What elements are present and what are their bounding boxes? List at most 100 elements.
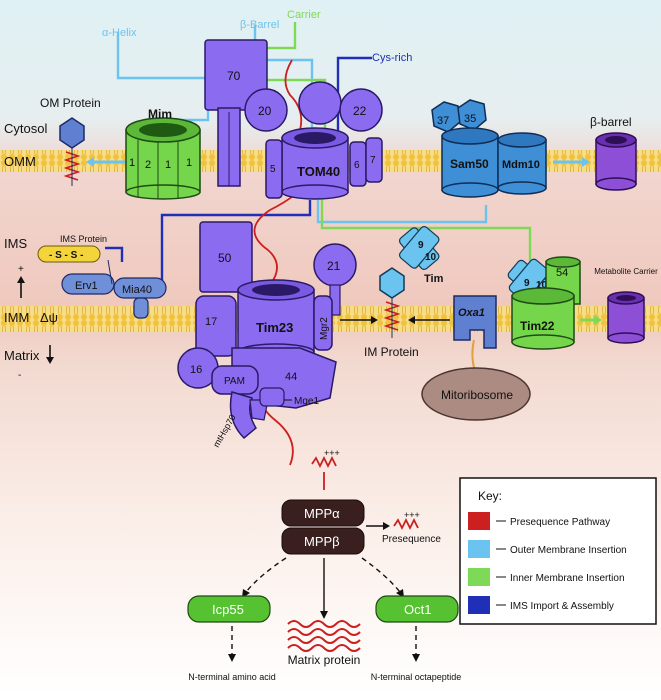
- tim23-to-im-arrow-head: [371, 316, 378, 324]
- tom40-label: TOM40: [297, 164, 340, 179]
- tim16-label: 16: [190, 364, 202, 376]
- tom7: [365, 137, 383, 183]
- key-label-outer-membrane: Outer Membrane Insertion: [510, 545, 627, 556]
- mim-subunit-2: 2: [145, 159, 151, 171]
- icp55-label: Icp55: [212, 602, 244, 617]
- oxa1-to-im-arrow-head: [408, 316, 415, 324]
- oxa1-label: Oxa1: [458, 307, 485, 319]
- mia40-to-ims-protein-path: [105, 246, 124, 262]
- key-label-ims-import: IMS Import & Assembly: [510, 601, 614, 612]
- down-arrow-head: [46, 357, 54, 364]
- ims-protein: [37, 245, 101, 263]
- omm-label: OMM: [4, 154, 36, 169]
- sam50-label: Sam50: [450, 157, 489, 171]
- beta-barrel-product-bottom: [595, 177, 637, 191]
- tim21-label: 21: [327, 259, 341, 273]
- mdm10-bottom: [497, 181, 547, 195]
- cys-rich-label: Cys-rich: [372, 52, 412, 64]
- imm-label: IMM: [4, 310, 29, 325]
- key-label-inner-membrane: Inner Membrane Insertion: [510, 573, 625, 584]
- mdm10-top: [497, 132, 547, 148]
- mpp-to-matrix-protein-arrow-head: [320, 611, 328, 619]
- key-swatch-outer-membrane: [468, 540, 490, 558]
- key-label-presequence: Presequence Pathway: [510, 517, 610, 528]
- tim50-label: 50: [218, 251, 232, 265]
- sam50-top: [441, 127, 499, 145]
- key-swatch-presequence: [468, 512, 490, 530]
- tom6-label: 6: [354, 160, 360, 171]
- ims-protein-label: IMS Protein: [60, 234, 107, 244]
- tom20-label: 20: [258, 104, 272, 118]
- cleaved-presequence: [393, 517, 419, 531]
- tim9-10-blade-2: [398, 226, 440, 269]
- tim22-10-label: 10: [536, 280, 548, 291]
- tim-label: Tim: [424, 273, 444, 285]
- tom5: [265, 139, 283, 199]
- tim9-10-chaperone: [398, 226, 440, 270]
- tom5-label: 5: [270, 164, 276, 175]
- oct1: [375, 595, 459, 623]
- im-protein-head: [379, 267, 405, 299]
- key-box: [459, 477, 657, 625]
- matrix-label: Matrix: [4, 348, 40, 363]
- n-terminal-amino-acid-label: N-terminal amino acid: [188, 672, 276, 682]
- tim10-label: 10: [425, 252, 437, 263]
- membrane-potential-label: Δψ: [40, 310, 58, 325]
- mia40-label: Mia40: [122, 284, 152, 296]
- om-protein-label: OM Protein: [40, 96, 101, 110]
- mpp-to-icp55-arrow: [245, 557, 287, 593]
- mim-subunit-3: 1: [165, 159, 171, 171]
- ims-label: IMS: [4, 236, 27, 251]
- mpp-to-presequence-arrow-head: [383, 522, 390, 530]
- tim23-pore: [252, 284, 300, 296]
- icp55-down-arrow-head: [228, 654, 236, 662]
- matrix-protein-label: Matrix protein: [288, 653, 361, 667]
- key-swatch-ims-import: [468, 596, 490, 614]
- mge1: [259, 387, 285, 407]
- metabolite-carrier-pore: [616, 295, 636, 301]
- oct1-label: Oct1: [404, 602, 431, 617]
- presequence-label: Presequence: [382, 534, 441, 545]
- pam-label: PAM: [224, 376, 245, 387]
- carrier-label: Carrier: [287, 9, 321, 21]
- beta-barrel-product-pore: [605, 136, 627, 144]
- disulfide-label: - S - S -: [49, 250, 83, 261]
- tim44-label: 44: [285, 371, 297, 383]
- key-title: Key:: [478, 489, 502, 503]
- tom-receptor-mid: [298, 81, 342, 125]
- mitoribosome: [421, 367, 531, 421]
- mpp-to-oct1-arrow: [361, 557, 401, 593]
- cys-rich-to-mia40-path: [160, 200, 312, 285]
- metabolite-carrier-label-line1: Metabolite Carrier: [594, 267, 658, 276]
- tim22-insertion-arrow-head: [594, 315, 602, 325]
- im-protein-label: IM Protein: [364, 345, 419, 359]
- mpp-beta: [281, 527, 365, 555]
- tom22: [339, 88, 383, 132]
- mpp-alpha-label: MPPα: [304, 506, 340, 521]
- tim22-label: Tim22: [520, 319, 555, 333]
- n-terminal-octapeptide-label: N-terminal octapeptide: [371, 672, 462, 682]
- sam37-label: 37: [437, 115, 449, 127]
- mim-subunit-1: 1: [129, 157, 135, 169]
- mim-label: Mim: [148, 107, 172, 121]
- tim54-top: [545, 256, 581, 268]
- up-arrow-head: [17, 276, 25, 283]
- sam35-label: 35: [464, 113, 476, 125]
- mim-subunit-4: 1: [186, 157, 192, 169]
- tim54-label: 54: [556, 267, 568, 279]
- cleaved-presequence-charge: +++: [404, 510, 420, 520]
- plus-sign: +: [18, 264, 24, 275]
- oct1-down-arrow-head: [412, 654, 420, 662]
- sam-insertion-arrow-head: [582, 157, 590, 167]
- mpp-alpha: [281, 499, 365, 527]
- om-protein-head: [59, 117, 85, 149]
- tim50: [199, 221, 253, 293]
- mitoribosome-label: Mitoribosome: [441, 388, 513, 402]
- mim-insertion-arrow-head: [86, 157, 94, 167]
- tim9-label: 9: [418, 240, 424, 251]
- tim17-label: 17: [205, 316, 217, 328]
- tim22-top: [511, 287, 575, 305]
